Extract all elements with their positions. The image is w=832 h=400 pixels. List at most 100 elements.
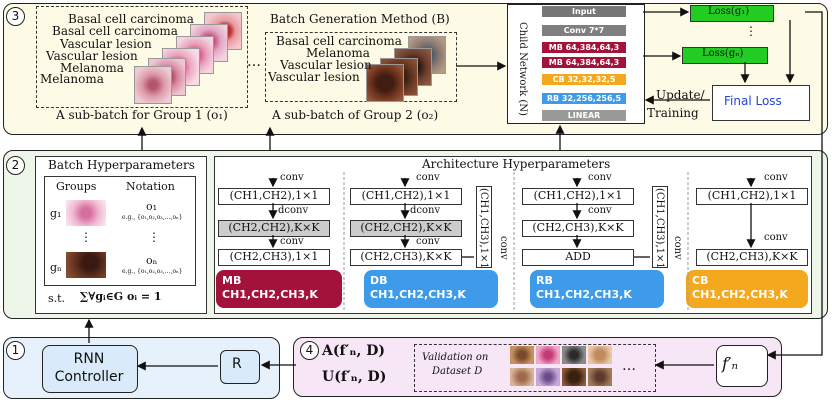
constraint-formula: ∑∀gᵢ∈G oᵢ = 1 — [80, 290, 162, 303]
cb-conv-label-2: conv — [764, 232, 788, 243]
mb-conv-label: conv — [280, 172, 304, 183]
g1-thumbnail — [66, 200, 106, 226]
group1-caption: A sub-batch for Group 1 (o₁) — [56, 108, 228, 122]
mb-block-name: MB — [222, 274, 242, 287]
group1-label-6: Melanoma — [40, 72, 104, 86]
on-label: oₙ — [146, 254, 158, 267]
cb-row-1: (CH1,CH2),1×1 — [696, 188, 808, 205]
validation-label-2: Dataset D — [432, 366, 483, 377]
loss-dots: ⋮ — [745, 24, 757, 38]
db-block-name: DB — [370, 274, 388, 287]
rb-block-tag: RB CH1,CH2,CH3,K — [530, 270, 664, 308]
rb-block-params: CH1,CH2,CH3,K — [536, 288, 632, 301]
step-3-badge: 3 — [6, 7, 25, 26]
layer-mb-2: MB 64,384,64,3 — [542, 57, 626, 68]
db-block-tag: DB CH1,CH2,CH3,K — [364, 270, 498, 308]
dataset-thumbnail — [536, 346, 560, 364]
rb-row-2: (CH2,CH3),K×K — [522, 220, 634, 237]
step-1-badge: 1 — [6, 341, 25, 360]
cb-conv-label: conv — [764, 172, 788, 183]
update-label: Update/ — [656, 88, 705, 102]
group1-label-5: Melanoma — [60, 61, 124, 75]
group2-caption: A sub-batch of Group 2 (o₂) — [272, 108, 439, 122]
dataset-thumbnail — [510, 368, 534, 386]
db-row-3: (CH2,CH3),K×K — [350, 249, 462, 266]
training-label: Training — [647, 106, 699, 120]
cb-row-2: (CH2,CH3),K×K — [696, 249, 808, 266]
dataset-thumbnail — [536, 368, 560, 386]
dataset-ellipsis: … — [622, 358, 636, 374]
dataset-thumbnail — [562, 368, 586, 386]
batch-hyperparameters-box — [35, 156, 207, 314]
layer-conv7: Conv 7*7 — [542, 25, 626, 36]
db-conv-label: conv — [416, 172, 440, 183]
validation-label-1: Validation on — [422, 352, 489, 363]
group2-label-2: Melanoma — [306, 46, 370, 60]
mb-block-tag: MB CH1,CH2,CH3,K — [216, 270, 342, 308]
notation-vdots: ⋮ — [148, 230, 160, 244]
layer-cb: CB 32,32,32,5 — [542, 74, 626, 85]
group2-label-1: Basal cell carcinoma — [276, 34, 402, 48]
gn-label: gₙ — [50, 261, 62, 274]
group2-sub-batch — [265, 32, 457, 102]
rb-conv-label: conv — [588, 172, 612, 183]
db-conv-label-2: conv — [416, 236, 440, 247]
dataset-thumbnail — [562, 346, 586, 364]
cb-block-params: CH1,CH2,CH3,K — [692, 288, 788, 301]
rb-row-1: (CH1,CH2),1×1 — [522, 188, 634, 205]
notation-table — [44, 176, 196, 286]
mb-dconv-label: dconv — [278, 205, 309, 216]
accuracy-metric: A(f′ₙ, D) — [322, 343, 385, 359]
group-ellipsis: … — [247, 54, 261, 70]
on-example: e.g., {o₁,o₂,o₃,…,oₙ} — [122, 268, 183, 275]
group1-label-3: Vascular lesion — [60, 37, 152, 51]
rb-row-3: ADD — [522, 249, 634, 266]
rb-block-name: RB — [536, 274, 553, 287]
child-network-label: Child Network (N) — [517, 22, 528, 116]
loss-n-box — [682, 47, 768, 64]
g1-label: g₁ — [50, 207, 62, 220]
fn-label: f′ₙ — [722, 354, 739, 373]
db-side-box — [476, 186, 492, 268]
rb-conv-label-2: conv — [588, 205, 612, 216]
layer-linear: LINEAR — [542, 110, 626, 121]
rb-side-label: (CH1,CH3),1×1 — [654, 188, 665, 269]
step-2-badge: 2 — [6, 156, 25, 175]
loss-1-label: Loss(g₁) — [708, 6, 750, 17]
group1-label-4: Vascular lesion — [46, 49, 138, 63]
architecture-hyperparameters-title: Architecture Hyperparameters — [422, 157, 611, 171]
rb-side-box — [652, 186, 668, 268]
rnn-controller-label: RNN Controller — [54, 351, 124, 385]
st-label: s.t. — [48, 292, 66, 305]
group1-label-1: Basal cell carcinoma — [68, 12, 194, 26]
mb-block-params: CH1,CH2,CH3,K — [222, 288, 318, 301]
group2-label-4: Vascular lesion — [268, 70, 360, 84]
fn-box[interactable] — [716, 345, 768, 387]
col-notation: Notation — [126, 180, 175, 193]
batch-hyperparameters-title: Batch Hyperparameters — [48, 158, 195, 172]
db-dconv-label: dconv — [410, 205, 441, 216]
uncertainty-metric: U(f′ₙ, D) — [322, 369, 387, 385]
group2-label-3: Vascular lesion — [280, 58, 372, 72]
db-side-conv: conv — [498, 236, 509, 260]
dataset-thumbnail — [510, 346, 534, 364]
gn-thumbnail — [66, 252, 106, 278]
mb-row-3: (CH2,CH3),1×1 — [218, 249, 330, 266]
rb-side-conv: conv — [672, 236, 683, 260]
reward-box[interactable] — [220, 350, 260, 384]
lesion-thumbnail — [366, 64, 404, 102]
group1-label-2: Basal cell carcinoma — [52, 24, 178, 38]
db-row-1: (CH1,CH2),1×1 — [350, 188, 462, 205]
groups-vdots: ⋮ — [80, 230, 92, 244]
step-4-badge: 4 — [300, 341, 319, 360]
cb-block-name: CB — [692, 274, 709, 287]
cb-block-tag: CB CH1,CH2,CH3,K — [686, 270, 808, 308]
final-loss-label: Final Loss — [724, 94, 782, 108]
lesion-thumbnail — [134, 66, 172, 104]
batch-generation-title: Batch Generation Method (B) — [270, 12, 450, 26]
db-side-label: (CH1,CH3),1×1 — [478, 188, 489, 269]
dataset-thumbnail — [588, 368, 612, 386]
col-groups: Groups — [56, 180, 97, 193]
o1-example: e.g., {o₁,o₂,o₃,…,oₙ} — [122, 214, 183, 221]
loss-n-label: Loss(gₙ) — [702, 48, 744, 59]
